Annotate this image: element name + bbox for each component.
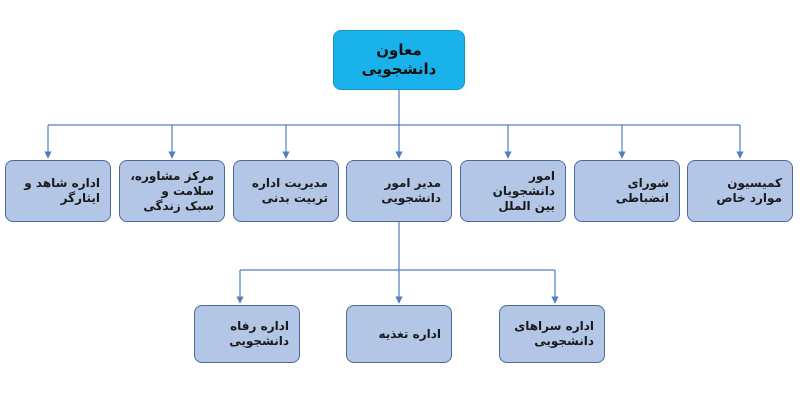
- node-student-welfare-office: اداره رفاه دانشجویی: [194, 305, 300, 363]
- node-label: مدیریت اداره تربیت بدنی: [251, 176, 328, 205]
- node-label: اداره سراهای دانشجویی: [514, 319, 594, 348]
- root-node-label: معاون دانشجویی: [361, 41, 437, 78]
- node-dormitories-office: اداره سراهای دانشجویی: [499, 305, 605, 363]
- node-student-affairs-director: مدیر امور دانشجویی: [346, 160, 452, 222]
- node-label: امور دانشجویان بین الملل: [492, 168, 555, 213]
- node-label: مرکز مشاوره، سلامت و سبک زندگی: [130, 168, 214, 213]
- node-label: مدیر امور دانشجویی: [381, 176, 441, 205]
- node-special-cases-commission: کمیسیون موارد خاص: [687, 160, 793, 222]
- node-physical-education: مدیریت اداره تربیت بدنی: [233, 160, 339, 222]
- node-shahed-isargar-office: اداره شاهد و ایثارگر: [5, 160, 111, 222]
- node-counseling-center: مرکز مشاوره، سلامت و سبک زندگی: [119, 160, 225, 222]
- node-label: شورای انضباطی: [615, 176, 669, 205]
- node-nutrition-office: اداره تغذیه: [346, 305, 452, 363]
- node-label: اداره رفاه دانشجویی: [229, 319, 289, 348]
- node-label: کمیسیون موارد خاص: [716, 176, 782, 205]
- node-international-students: امور دانشجویان بین الملل: [460, 160, 566, 222]
- root-node-student-deputy: معاون دانشجویی: [333, 30, 465, 90]
- node-disciplinary-council: شورای انضباطی: [574, 160, 680, 222]
- node-label: اداره تغذیه: [378, 326, 441, 341]
- node-label: اداره شاهد و ایثارگر: [24, 176, 100, 205]
